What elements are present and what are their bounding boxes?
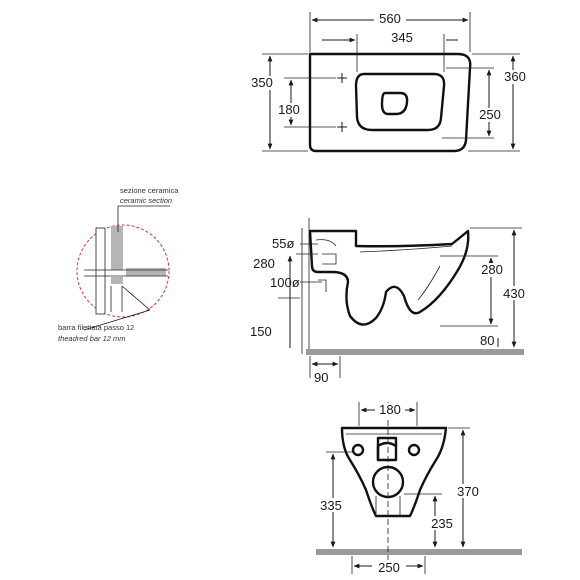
dim-width-total: 560 — [379, 11, 401, 26]
fixing-detail: sezione ceramica ceramic section barra f… — [58, 186, 179, 343]
label-ceramic-section-it: sezione ceramica — [120, 186, 179, 195]
side-view: 55ø 280 100ø 150 280 430 80 90 — [250, 218, 530, 385]
dim-inlet-height: 235 — [431, 516, 453, 531]
dim-seat-width: 345 — [391, 30, 413, 45]
floor-bar-side — [306, 349, 524, 355]
label-ceramic-section-en: ceramic section — [120, 196, 172, 205]
dim-depth-right: 360 — [504, 69, 526, 84]
dim-front-floor: 80 — [480, 333, 494, 348]
dim-outlet-height: 335 — [320, 498, 342, 513]
dim-floor-offset: 150 — [250, 324, 272, 339]
floor-bar-front — [316, 549, 522, 555]
fixing-hole-right — [407, 443, 421, 457]
dim-outlet-diameter: 100ø — [270, 275, 300, 290]
dim-fixing-height: 280 — [253, 256, 275, 271]
label-threaded-bar-it: barra filettata passo 12 — [58, 323, 134, 332]
top-view-outline — [308, 52, 472, 153]
ceramic-section — [111, 226, 123, 270]
detail-circle — [76, 224, 170, 318]
dim-rim-height-total: 430 — [503, 286, 525, 301]
dim-total-height: 370 — [457, 484, 479, 499]
front-bowl-outline — [340, 426, 448, 518]
dim-depth-total: 350 — [251, 75, 273, 90]
fixing-point-upper — [337, 73, 347, 83]
seat-opening — [354, 72, 446, 132]
front-view: 180 335 370 235 250 — [314, 402, 522, 575]
drain-circle — [380, 91, 409, 116]
label-threaded-bar-en: theadred bar 12 mm — [58, 334, 126, 343]
fixing-point-lower — [337, 122, 347, 132]
fixing-hole-left — [351, 443, 365, 457]
top-view: 560 345 350 180 360 250 — [248, 11, 534, 153]
dim-fixing-spacing-top: 180 — [278, 102, 300, 117]
dim-wall-offset: 90 — [314, 370, 328, 385]
dim-base-width: 250 — [378, 560, 400, 575]
dim-inlet-diameter: 55ø — [272, 236, 294, 251]
dim-seat-depth: 250 — [479, 107, 501, 122]
dim-fixing-spacing-front: 180 — [379, 402, 401, 417]
side-bowl-outline — [308, 229, 470, 326]
dim-rim-height-inner: 280 — [481, 262, 503, 277]
